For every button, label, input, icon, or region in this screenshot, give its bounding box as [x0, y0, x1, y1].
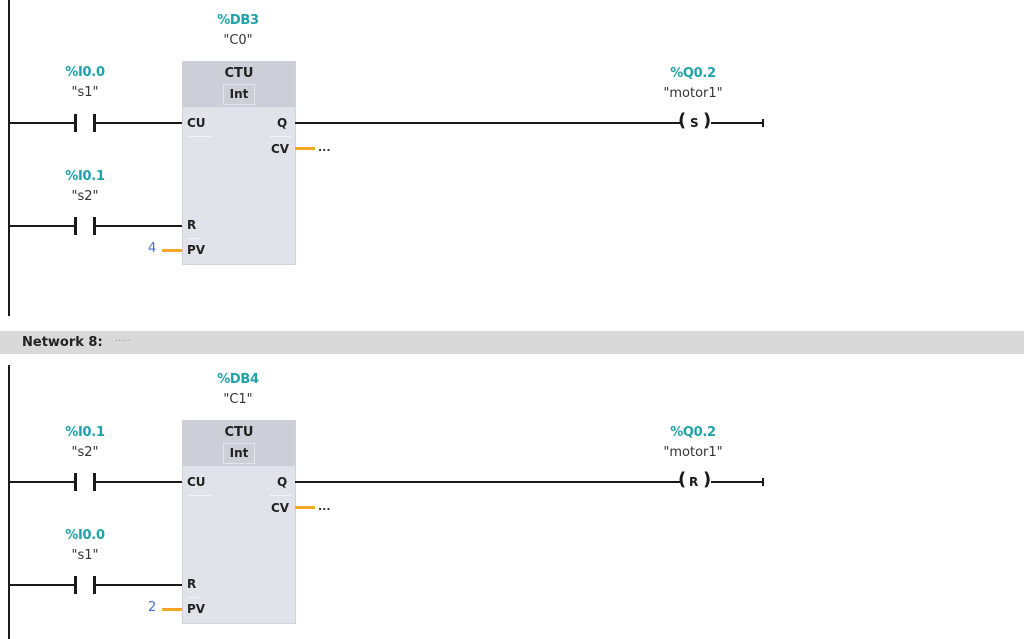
block-instance-address[interactable]: %DB4 — [217, 372, 259, 387]
power-rail — [8, 365, 10, 639]
rung-wire — [295, 122, 680, 124]
reset-coil-icon[interactable]: ( — [678, 469, 687, 490]
pv-constant[interactable]: 4 — [148, 241, 157, 256]
rung-wire — [711, 481, 763, 483]
network-title: Network 8: — [22, 335, 103, 350]
block-header: CTU Int — [183, 421, 295, 466]
set-coil-icon[interactable]: ) — [703, 110, 712, 131]
network-comment[interactable]: ..... — [115, 333, 131, 344]
pin-cu: CU — [187, 475, 206, 489]
no-contact-icon[interactable] — [74, 576, 77, 594]
pin-divider — [269, 136, 291, 137]
cv-wire — [295, 147, 315, 150]
no-contact-icon[interactable] — [74, 473, 77, 491]
contact-address[interactable]: %I0.0 — [65, 65, 105, 80]
set-coil-icon[interactable]: ( — [678, 110, 687, 131]
block-type: CTU — [224, 425, 254, 440]
pin-q: Q — [277, 116, 288, 130]
rung-wire — [9, 481, 75, 483]
contact-address[interactable]: %I0.1 — [65, 425, 105, 440]
no-contact-icon[interactable] — [93, 473, 96, 491]
ctu-block[interactable]: CTU Int CU Q CV R PV — [182, 61, 296, 265]
block-instance-symbol[interactable]: "C1" — [223, 392, 253, 407]
pv-wire — [162, 249, 182, 252]
no-contact-icon[interactable] — [74, 114, 77, 132]
block-instance-address[interactable]: %DB3 — [217, 13, 259, 28]
coil-address[interactable]: %Q0.2 — [670, 66, 716, 81]
pin-pv: PV — [187, 243, 206, 257]
rung-end — [762, 119, 764, 127]
block-type: CTU — [224, 66, 254, 81]
coil-symbol[interactable]: "motor1" — [663, 86, 723, 101]
cv-wire — [295, 506, 315, 509]
rung-wire — [9, 122, 75, 124]
cv-placeholder[interactable]: ... — [318, 500, 331, 513]
pin-r: R — [187, 577, 197, 591]
coil-type: S — [690, 116, 699, 130]
contact-address[interactable]: %I0.0 — [65, 528, 105, 543]
no-contact-icon[interactable] — [93, 576, 96, 594]
pin-divider — [187, 238, 201, 239]
pin-divider — [269, 495, 291, 496]
contact-symbol[interactable]: "s1" — [71, 85, 99, 100]
coil-symbol[interactable]: "motor1" — [663, 445, 723, 460]
block-header: CTU Int — [183, 62, 295, 107]
rung-wire — [711, 122, 763, 124]
contact-symbol[interactable]: "s2" — [71, 189, 99, 204]
pin-q: Q — [277, 475, 288, 489]
block-instance-symbol[interactable]: "C0" — [223, 33, 253, 48]
ctu-block[interactable]: CTU Int CU Q CV R PV — [182, 420, 296, 624]
coil-address[interactable]: %Q0.2 — [670, 425, 716, 440]
pin-pv: PV — [187, 602, 206, 616]
block-data-type[interactable]: Int — [223, 443, 255, 464]
pin-divider — [187, 597, 201, 598]
pv-wire — [162, 608, 182, 611]
pin-divider — [187, 136, 213, 137]
pin-cv: CV — [271, 501, 290, 515]
pin-cu: CU — [187, 116, 206, 130]
coil-type: R — [689, 475, 699, 489]
no-contact-icon[interactable] — [93, 114, 96, 132]
rung-wire — [9, 225, 75, 227]
cv-placeholder[interactable]: ... — [318, 141, 331, 154]
rung-wire — [295, 481, 680, 483]
pin-cv: CV — [271, 142, 290, 156]
pv-constant[interactable]: 2 — [148, 600, 157, 615]
rung-wire — [95, 481, 183, 483]
rung-end — [762, 478, 764, 486]
rung-wire — [95, 225, 183, 227]
contact-symbol[interactable]: "s1" — [71, 548, 99, 563]
no-contact-icon[interactable] — [93, 217, 96, 235]
contact-address[interactable]: %I0.1 — [65, 169, 105, 184]
network-header[interactable]: Network 8: ..... — [0, 331, 1024, 354]
rung-wire — [9, 584, 75, 586]
power-rail — [8, 0, 10, 316]
rung-wire — [95, 584, 183, 586]
no-contact-icon[interactable] — [74, 217, 77, 235]
contact-symbol[interactable]: "s2" — [71, 445, 99, 460]
block-data-type[interactable]: Int — [223, 84, 255, 105]
pin-r: R — [187, 218, 197, 232]
reset-coil-icon[interactable]: ) — [703, 469, 712, 490]
rung-wire — [95, 122, 183, 124]
pin-divider — [187, 495, 213, 496]
